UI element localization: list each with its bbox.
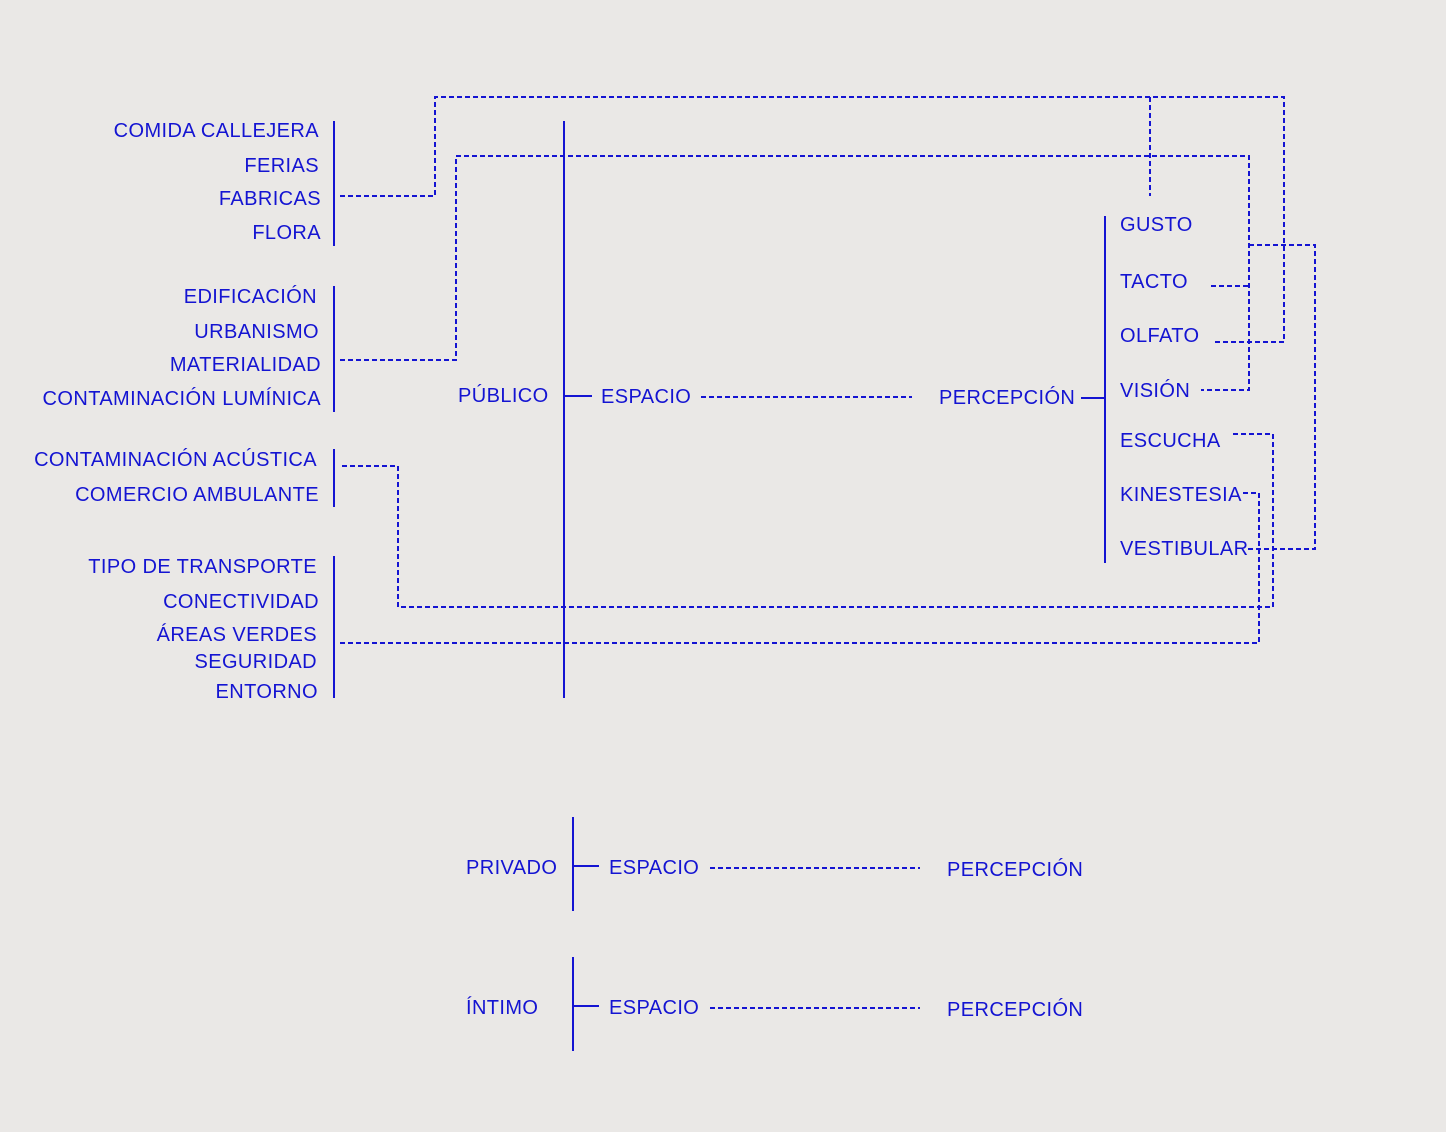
- sense-escucha: ESCUCHA: [1120, 430, 1221, 452]
- factor-contaminacion-luminica: CONTAMINACIÓN LUMÍNICA: [42, 388, 321, 410]
- factor-contaminacion-acustica: CONTAMINACIÓN ACÚSTICA: [34, 449, 317, 471]
- intimo-espacio: ESPACIO: [609, 997, 700, 1019]
- factor-seguridad: SEGURIDAD: [194, 651, 317, 673]
- factor-fabricas: FABRICAS: [218, 188, 321, 210]
- publico-percepcion: PERCEPCIÓN: [939, 387, 1076, 409]
- factor-urbanismo: URBANISMO: [194, 321, 319, 343]
- factor-areas-verdes: ÁREAS VERDES: [156, 624, 317, 646]
- dash-areas-verdes: [340, 492, 1260, 644]
- factor-edificacion: EDIFICACIÓN: [183, 286, 317, 308]
- sense-olfato: OLFATO: [1120, 325, 1200, 347]
- factor-entorno: ENTORNO: [215, 681, 318, 703]
- dash-vestibular: [1247, 244, 1316, 550]
- privado-espacio: ESPACIO: [609, 857, 700, 879]
- factor-conectividad: CONECTIVIDAD: [163, 591, 319, 613]
- publico-label: PÚBLICO: [458, 385, 549, 407]
- dash-fabricas: [340, 96, 1285, 343]
- factor-ferias: FERIAS: [244, 155, 319, 177]
- dash-materialidad: [340, 155, 1250, 391]
- factor-tipo-de-transporte: TIPO DE TRANSPORTE: [88, 556, 317, 578]
- privado-percepcion: PERCEPCIÓN: [947, 859, 1084, 881]
- factor-comercio-ambulante: COMERCIO AMBULANTE: [75, 484, 319, 506]
- publico-espacio: ESPACIO: [601, 386, 692, 408]
- dash-acustica: [342, 433, 1274, 608]
- sense-vestibular: VESTIBULAR: [1120, 538, 1249, 560]
- factor-flora: FLORA: [252, 222, 321, 244]
- intimo-label: ÍNTIMO: [466, 997, 539, 1019]
- privado-label: PRIVADO: [466, 857, 558, 879]
- intimo-percepcion: PERCEPCIÓN: [947, 999, 1084, 1021]
- factor-comida-callejera: COMIDA CALLEJERA: [113, 120, 319, 142]
- sense-vision: VISIÓN: [1120, 380, 1191, 402]
- sense-kinestesia: KINESTESIA: [1120, 484, 1242, 506]
- sense-gusto: GUSTO: [1120, 214, 1193, 236]
- sense-tacto: TACTO: [1120, 271, 1188, 293]
- factor-materialidad: MATERIALIDAD: [169, 354, 321, 376]
